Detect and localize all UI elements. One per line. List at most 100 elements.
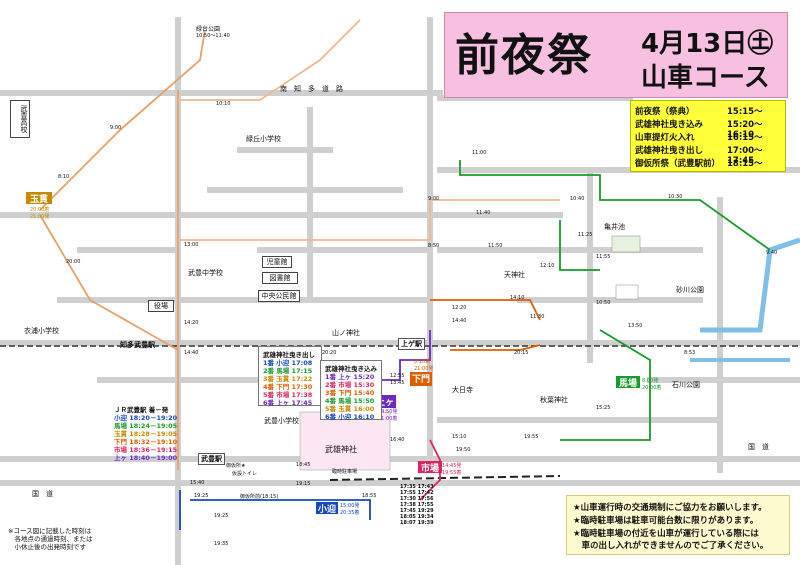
yamanokami-shrine: 山ノ神社 — [332, 329, 360, 337]
title-box: 前夜祭 4月13日㊏ 山車コース — [444, 12, 788, 98]
shimoge-times: 8:10着 21:00発 — [414, 359, 434, 372]
uege-times: 14:50発 21:00着 — [378, 409, 398, 422]
time-label: 12:20 — [452, 305, 467, 311]
taketoyo-junior-high: 武豊中学校 — [188, 269, 223, 277]
jr-row: 馬場 18:24－19:05 — [114, 422, 178, 430]
temporary-toilet: 仮設トイレ — [232, 471, 258, 477]
schedule-time: 17:00〜17:45 — [727, 146, 763, 166]
time-label: 10:50 — [596, 300, 611, 306]
koba-times: 15:00発 20:35着 — [340, 503, 360, 516]
road-label-kokudo: 国 道 — [32, 490, 53, 498]
chita-taketoyo-station: 知多武豊駅 — [120, 341, 155, 349]
takeo-shrine: 武雄神社 — [325, 445, 357, 454]
event-date: 4月13日㊏ — [641, 29, 774, 59]
time-label: 9:00 — [428, 196, 440, 202]
footnote-line: ※コース図に記載した時刻は — [8, 527, 92, 535]
kamei-pond: 亀井池 — [604, 223, 625, 231]
time-label: 18:55 — [362, 493, 377, 499]
schedule-item: 山車提灯火入れ — [635, 133, 695, 143]
footnote-line: 各地点の通過時刻、または — [8, 535, 93, 543]
time-label: 11:25 — [578, 232, 593, 238]
time-label: 14:40 — [184, 350, 199, 356]
schedule-item: 武雄神社曳き出し — [635, 146, 704, 156]
float-tamanuki: 玉貫 — [26, 192, 52, 205]
time-label: 13:00 — [184, 242, 199, 248]
time-label: 11:50 — [488, 243, 503, 249]
route-shimoge — [430, 299, 541, 351]
time-label: 16:40 — [390, 437, 405, 443]
time-label: 14:20 — [184, 320, 199, 326]
time-label: 19:55 — [524, 434, 539, 440]
jr-row: 小迎 18:20－19:20 — [114, 414, 178, 422]
time-label: 14:40 — [452, 318, 467, 324]
hikikomi-row: 5番 玉貫 16:00 — [325, 405, 375, 413]
hikidashi-row: 1番 小迎 17:08 — [263, 359, 313, 367]
baba-times: 8:00発 20:00着 — [642, 378, 662, 391]
time-label: 13:50 — [628, 323, 643, 329]
jr-title: ＪＲ武豊駅 着－発 — [114, 406, 169, 414]
notice-line: ★臨時駐車場は駐車可能台数に限りがあります。 — [573, 516, 759, 526]
jr-row: 下門 18:32－19:10 — [114, 438, 178, 446]
schedule-time: 15:15〜 — [727, 107, 763, 117]
footnote-line: 小休止後の出発時刻です — [8, 543, 87, 551]
time-label: 20:00 — [66, 259, 81, 265]
taketoyo-elementary: 武豊小学校 — [264, 417, 299, 425]
time-label: 15:25 — [596, 405, 611, 411]
time-label: 11:55 — [596, 254, 611, 260]
taketoyo-high-school: 武豊高校 — [10, 100, 30, 138]
jr-station-panel: ＪＲ武豊駅 着－発 小迎 18:20－19:20 馬場 18:24－19:05 … — [110, 402, 178, 462]
course-title: 山車コース — [641, 63, 770, 93]
hikidashi-row: 2番 馬場 17:15 — [263, 367, 313, 375]
route-baba — [459, 160, 771, 441]
float-koba: 小迎 — [316, 502, 338, 515]
float-baba: 馬場 — [616, 376, 640, 389]
time-label: 11:00 — [472, 150, 487, 156]
time-label: 13:45 — [390, 380, 405, 386]
ishikawa-park: 石川公園 — [672, 381, 700, 389]
route-koba — [179, 490, 371, 530]
otabisho: 御仮所★ — [226, 463, 246, 469]
jidokan: 児童館 — [262, 256, 292, 268]
route-tamanuki — [39, 29, 206, 470]
notice-line: ★山車運行時の交通規制にご協力をお願いします。 — [573, 503, 767, 513]
road-label-south-chita: 南 知 多 道 路 — [280, 85, 343, 93]
time-label: 20:15 — [514, 350, 529, 356]
time-label: 8:53 — [684, 350, 696, 356]
time-label: 14:10 — [510, 295, 525, 301]
float-shimoge: 下門 — [410, 372, 432, 386]
departure-times-block: 17:35 17:43 17:55 17:42 17:30 17:56 17:3… — [400, 484, 434, 526]
jr-row: 上ヶ 18:40－19:00 — [114, 454, 178, 462]
time-label: 15:40 — [190, 480, 205, 486]
ichiba-times: 14:45発 19:55着 — [442, 463, 462, 476]
time-label: 10:30 — [668, 194, 683, 200]
hikikomi-panel: 武雄神社曳き込み 1番 上ヶ 15:20 2番 市場 15:30 3番 下門 1… — [320, 360, 382, 421]
akiba-shrine: 秋葉神社 — [540, 396, 568, 404]
time-label: 11:40 — [476, 210, 491, 216]
time-label: 15:10 — [452, 434, 467, 440]
page-title: 前夜祭 — [455, 30, 593, 81]
schedule-item: 御仮所祭（武豊駅前） — [635, 159, 721, 169]
temporary-parking: 臨時駐車場 — [332, 469, 358, 475]
time-label: 9:40 — [766, 250, 778, 256]
hikidashi-row: 5番 市場 17:38 — [263, 391, 313, 399]
notice-line: 車の出し入れができませんのでご了承ください。 — [573, 541, 769, 551]
time-label: 9:00 — [110, 125, 122, 131]
time-label: 19:35 — [214, 541, 229, 547]
hikidashi-panel: 武雄神社曳き出し 1番 小迎 17:08 2番 馬場 17:15 3番 玉貫 1… — [258, 346, 322, 407]
tamanuki-times: 20:00着 21:00発 — [30, 207, 50, 220]
schedule-box: 前夜祭（祭典） 15:15〜 武雄神社曳き込み 15:20〜16:10 山車提灯… — [630, 100, 786, 172]
tenjin-shrine: 天神社 — [504, 271, 525, 279]
hikikomi-row: 3番 下門 15:40 — [325, 389, 375, 397]
hikidashi-row: 4番 下門 17:30 — [263, 383, 313, 391]
hikikomi-row: 2番 市場 15:30 — [325, 381, 375, 389]
ryokuoka-school: 緑丘小学校 — [246, 135, 281, 143]
time-label: 12:55 — [390, 373, 405, 379]
road-label-kokudo-right: 国 道 — [748, 443, 769, 451]
hikikomi-row: 1番 上ヶ 15:20 — [325, 373, 375, 381]
time-label: 19:50 — [456, 447, 471, 453]
time-label: 19:25 — [194, 493, 209, 499]
jr-row: 玉貫 18:28－19:05 — [114, 430, 178, 438]
time-label: 12:10 — [540, 263, 555, 269]
hikikomi-row: 4番 馬場 15:50 — [325, 397, 375, 405]
